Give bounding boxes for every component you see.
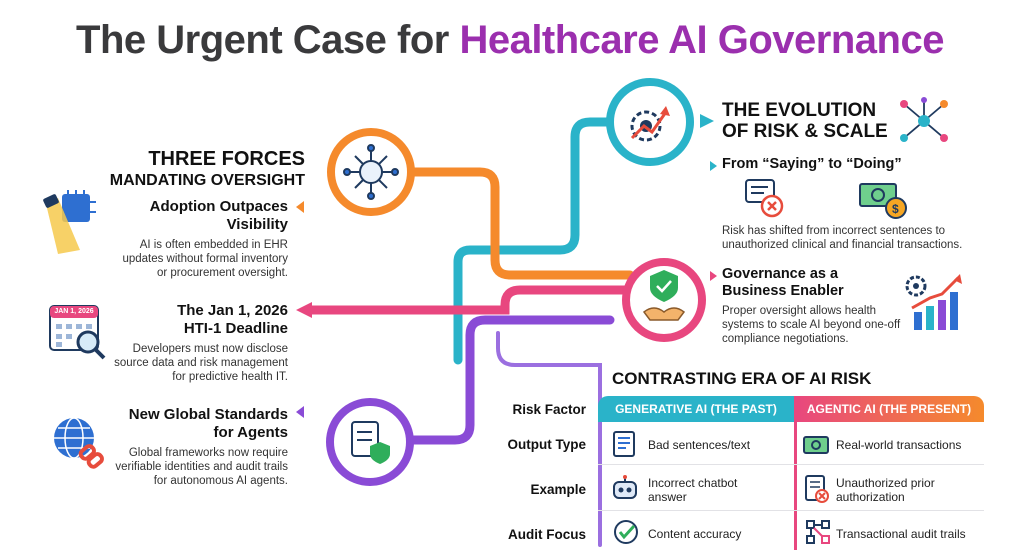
row-header: Risk Factor (512, 402, 586, 417)
evolution-heading-line1: THE EVOLUTION (722, 100, 877, 121)
force-adoption-body-2: updates without formal inventory (122, 253, 288, 265)
pink-bullet-icon (710, 271, 717, 281)
era-heading: CONTRASTING ERA OF AI RISK (612, 369, 872, 388)
point1-body-1: Risk has shifted from incorrect sentence… (722, 225, 946, 237)
forces-heading-line2: MANDATING OVERSIGHT (109, 172, 305, 189)
row-audit-focus: Audit Focus (508, 527, 586, 542)
force-item-standards: New Global Standards for Agents Global f… (100, 406, 288, 488)
svg-text:$: $ (892, 202, 899, 216)
chatbot-icon (610, 474, 640, 504)
col-agentic: AGENTIC AI (THE PRESENT) (794, 396, 984, 422)
force-deadline-body-1: Developers must now disclose (132, 343, 288, 355)
chat-x-icon (744, 178, 784, 218)
forces-heading: THREE FORCES MANDATING OVERSIGHT (80, 148, 305, 192)
purple-line (405, 315, 615, 445)
calendar-magnifier-icon: JAN 1, 2026 (48, 302, 110, 364)
point2-body-2: systems to scale AI beyond one-off (722, 319, 901, 331)
audit-trail-icon (804, 518, 832, 546)
purple-table-line (496, 331, 602, 547)
row1-agent: Real-world transactions (836, 438, 962, 452)
calendar-label: JAN 1, 2026 (54, 308, 94, 315)
check-circle-icon (612, 518, 640, 546)
force-standards-body-3: for autonomous AI agents. (153, 475, 288, 487)
force-item-adoption: Adoption Outpaces Visibility AI is often… (108, 198, 288, 280)
point1-body-2: unauthorized clinical and financial tran… (722, 239, 963, 251)
doc-x-icon (804, 474, 830, 504)
money-coin-icon: $ (858, 180, 908, 220)
force-adoption-body-3: or procurement oversight. (156, 267, 288, 279)
force-standards-body-1: Global frameworks now require (128, 447, 288, 459)
text-doc-icon (612, 430, 638, 458)
row3-gen: Content accuracy (648, 527, 742, 541)
point1-title: From “Saying” to “Doing” (722, 156, 902, 172)
teal-bullet-icon (710, 161, 717, 171)
evolution-heading-line2: OF RISK & SCALE (722, 121, 888, 142)
point2-title: Governance as a Business Enabler (722, 266, 844, 300)
force-standards-title-2: for Agents (213, 424, 288, 441)
orange-pointer-icon (296, 201, 304, 213)
row1-gen: Bad sentences/text (648, 438, 751, 452)
forces-heading-line1: THREE FORCES (148, 148, 305, 170)
row-divider-2 (598, 510, 984, 511)
row-output-type: Output Type (507, 437, 587, 452)
force-deadline-title-1: The Jan 1, 2026 (177, 302, 288, 319)
row3-agent: Transactional audit trails (836, 527, 966, 541)
point2-title-2: Business Enabler (722, 283, 844, 299)
teal-pointer (700, 114, 714, 128)
page-title: The Urgent Case for Healthcare AI Govern… (0, 18, 1020, 63)
point1-body: Risk has shifted from incorrect sentence… (722, 224, 962, 252)
force-standards-title-1: New Global Standards (128, 406, 288, 423)
purple-pointer-icon (296, 406, 304, 418)
document-shield-icon (351, 421, 390, 464)
row2-agent-2: authorization (836, 490, 905, 504)
pink-arrowhead (296, 302, 312, 318)
cash-icon (802, 434, 830, 456)
row2-gen-2: answer (648, 490, 687, 504)
force-standards-body-2: verifiable identities and audit trails (115, 461, 288, 473)
network-icon (343, 144, 399, 200)
row-example: Example (530, 482, 586, 497)
globe-chain-icon (50, 414, 112, 474)
row2-gen: Incorrect chatbot answer (648, 476, 737, 504)
force-adoption-body-1: AI is often embedded in EHR (139, 239, 288, 251)
title-part-1: The Urgent Case for (76, 18, 460, 62)
col-generative: GENERATIVE AI (THE PAST) (598, 396, 794, 422)
gear-bar-chart-icon (900, 272, 964, 334)
point2-body-1: Proper oversight allows health (722, 305, 877, 317)
row2-agent-1: Unauthorized prior (836, 476, 935, 490)
point2-body: Proper oversight allows health systems t… (722, 304, 900, 346)
row2-gen-1: Incorrect chatbot (648, 476, 738, 490)
orange-line (410, 167, 635, 280)
point2-title-1: Governance as a (722, 266, 839, 282)
teal-line (453, 117, 615, 365)
force-deadline-body-2: source data and risk management (114, 357, 288, 369)
gear-trend-icon (630, 106, 670, 142)
force-deadline-title-2: HTI-1 Deadline (183, 320, 288, 337)
force-adoption-title-1: Adoption Outpaces (149, 198, 288, 215)
force-deadline-body-3: for predictive health IT. (172, 371, 288, 383)
title-part-2: Healthcare AI Governance (459, 18, 944, 62)
evolution-heading: THE EVOLUTION OF RISK & SCALE (722, 100, 888, 142)
network-nodes-icon (896, 96, 952, 146)
spotlight-chip-icon (40, 188, 100, 258)
row2-agent: Unauthorized prior authorization (836, 476, 935, 504)
handshake-shield-icon (642, 270, 686, 321)
force-item-deadline: The Jan 1, 2026 HTI-1 Deadline Developer… (100, 302, 288, 384)
col-divider (794, 422, 797, 550)
point2-body-3: compliance negotiations. (722, 333, 849, 345)
row-divider-1 (598, 464, 984, 465)
force-adoption-title-2: Visibility (226, 216, 288, 233)
pink-line (305, 285, 635, 315)
